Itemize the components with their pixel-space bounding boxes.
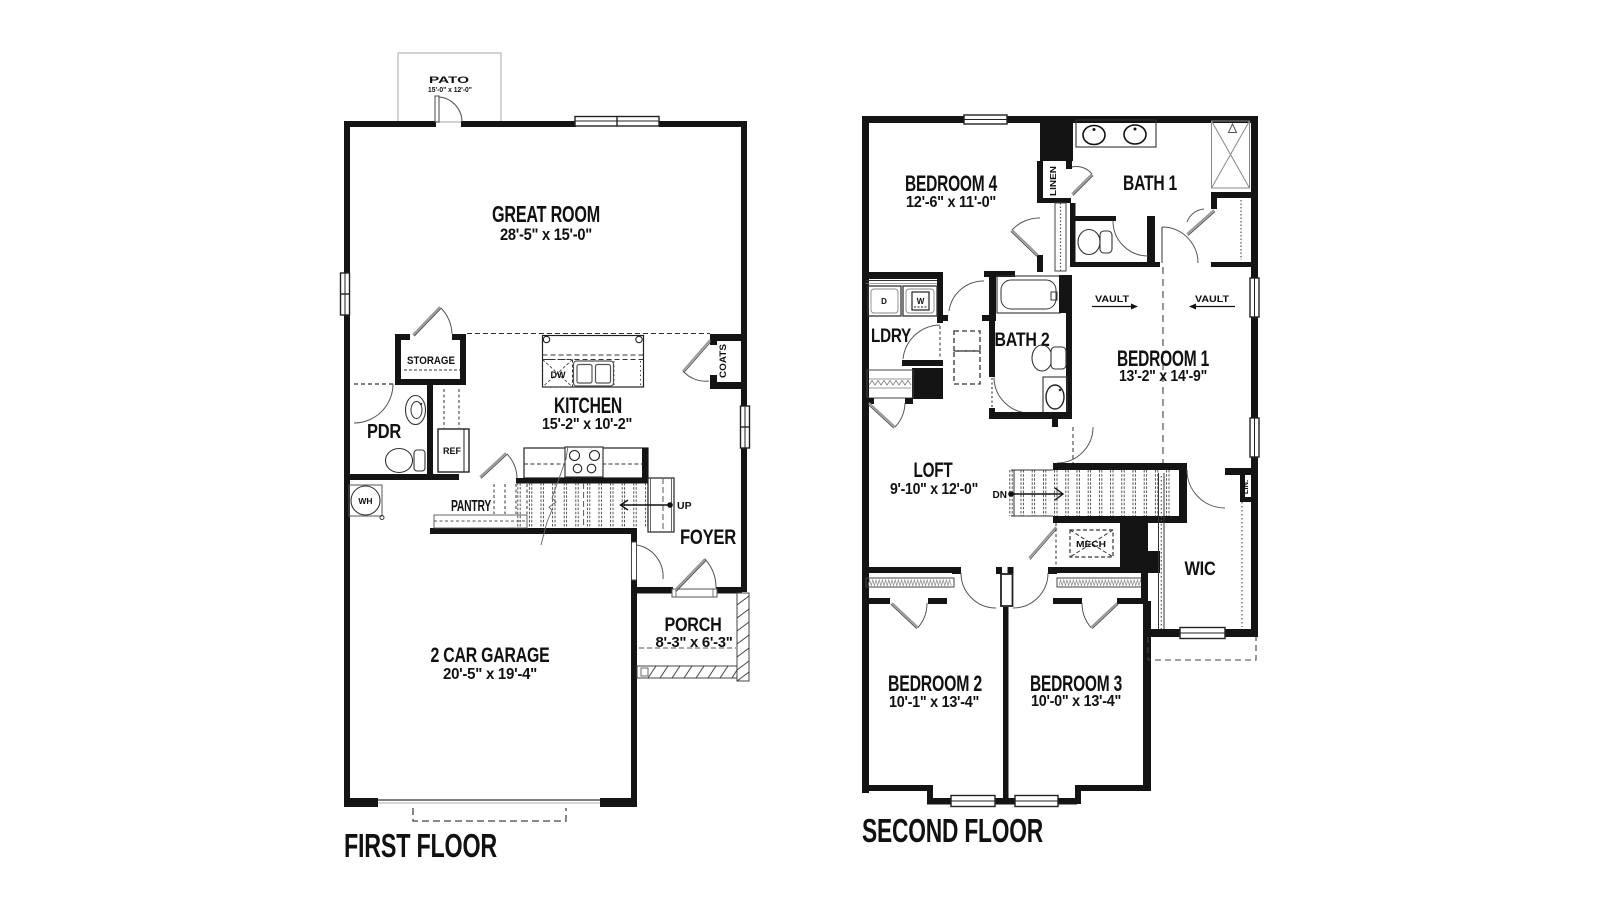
svg-text:WIC: WIC xyxy=(1185,558,1216,580)
svg-text:BEDROOM 2: BEDROOM 2 xyxy=(888,671,982,696)
svg-text:WH: WH xyxy=(358,496,372,506)
svg-text:PATO: PATO xyxy=(429,75,469,86)
svg-text:FOYER: FOYER xyxy=(680,526,736,549)
svg-text:12'-6" x 11'-0": 12'-6" x 11'-0" xyxy=(906,194,996,211)
svg-text:GREAT ROOM: GREAT ROOM xyxy=(492,201,600,227)
svg-text:10'-1" x 13'-4": 10'-1" x 13'-4" xyxy=(889,694,979,711)
svg-text:15'-0" x 12'-0": 15'-0" x 12'-0" xyxy=(428,85,472,94)
svg-text:15'-2" x 10'-2": 15'-2" x 10'-2" xyxy=(542,416,632,433)
svg-text:SECOND FLOOR: SECOND FLOOR xyxy=(862,812,1043,849)
svg-text:VAULT: VAULT xyxy=(1095,294,1130,304)
svg-text:STORAGE: STORAGE xyxy=(407,355,455,367)
svg-text:PANTRY: PANTRY xyxy=(451,498,492,515)
svg-text:VAULT: VAULT xyxy=(1195,294,1230,304)
svg-text:20'-5" x 19'-4": 20'-5" x 19'-4" xyxy=(443,666,537,683)
svg-text:LIN.: LIN. xyxy=(1241,480,1250,494)
svg-text:W: W xyxy=(917,297,925,306)
svg-text:BEDROOM 4: BEDROOM 4 xyxy=(905,171,998,196)
svg-text:10'-0" x 13'-4": 10'-0" x 13'-4" xyxy=(1031,693,1121,710)
svg-text:PDR: PDR xyxy=(367,420,401,443)
svg-text:FIRST FLOOR: FIRST FLOOR xyxy=(344,827,497,864)
svg-text:LOFT: LOFT xyxy=(914,459,953,482)
svg-text:COATS: COATS xyxy=(718,344,728,378)
svg-text:MECH: MECH xyxy=(1076,540,1106,549)
svg-text:13'-2" x 14'-9": 13'-2" x 14'-9" xyxy=(1119,368,1207,385)
svg-text:PORCH: PORCH xyxy=(665,615,722,636)
svg-text:BEDROOM 3: BEDROOM 3 xyxy=(1030,671,1122,696)
svg-text:REF: REF xyxy=(443,446,462,456)
svg-text:UP: UP xyxy=(677,500,692,512)
svg-text:9'-10" x 12'-0": 9'-10" x 12'-0" xyxy=(890,481,978,498)
svg-text:2 CAR GARAGE: 2 CAR GARAGE xyxy=(431,643,550,667)
svg-text:28'-5" x 15'-0": 28'-5" x 15'-0" xyxy=(500,225,592,244)
svg-text:KITCHEN: KITCHEN xyxy=(554,393,622,418)
svg-text:8'-3" x 6'-3": 8'-3" x 6'-3" xyxy=(656,635,733,651)
svg-text:LINEN: LINEN xyxy=(1049,166,1058,196)
svg-text:DW: DW xyxy=(551,370,566,380)
svg-text:BATH 1: BATH 1 xyxy=(1123,172,1177,195)
svg-text:BATH 2: BATH 2 xyxy=(995,329,1050,351)
svg-text:BEDROOM 1: BEDROOM 1 xyxy=(1117,346,1209,371)
svg-text:LDRY: LDRY xyxy=(871,325,911,347)
svg-text:D: D xyxy=(881,297,887,306)
svg-text:DN: DN xyxy=(993,490,1007,501)
